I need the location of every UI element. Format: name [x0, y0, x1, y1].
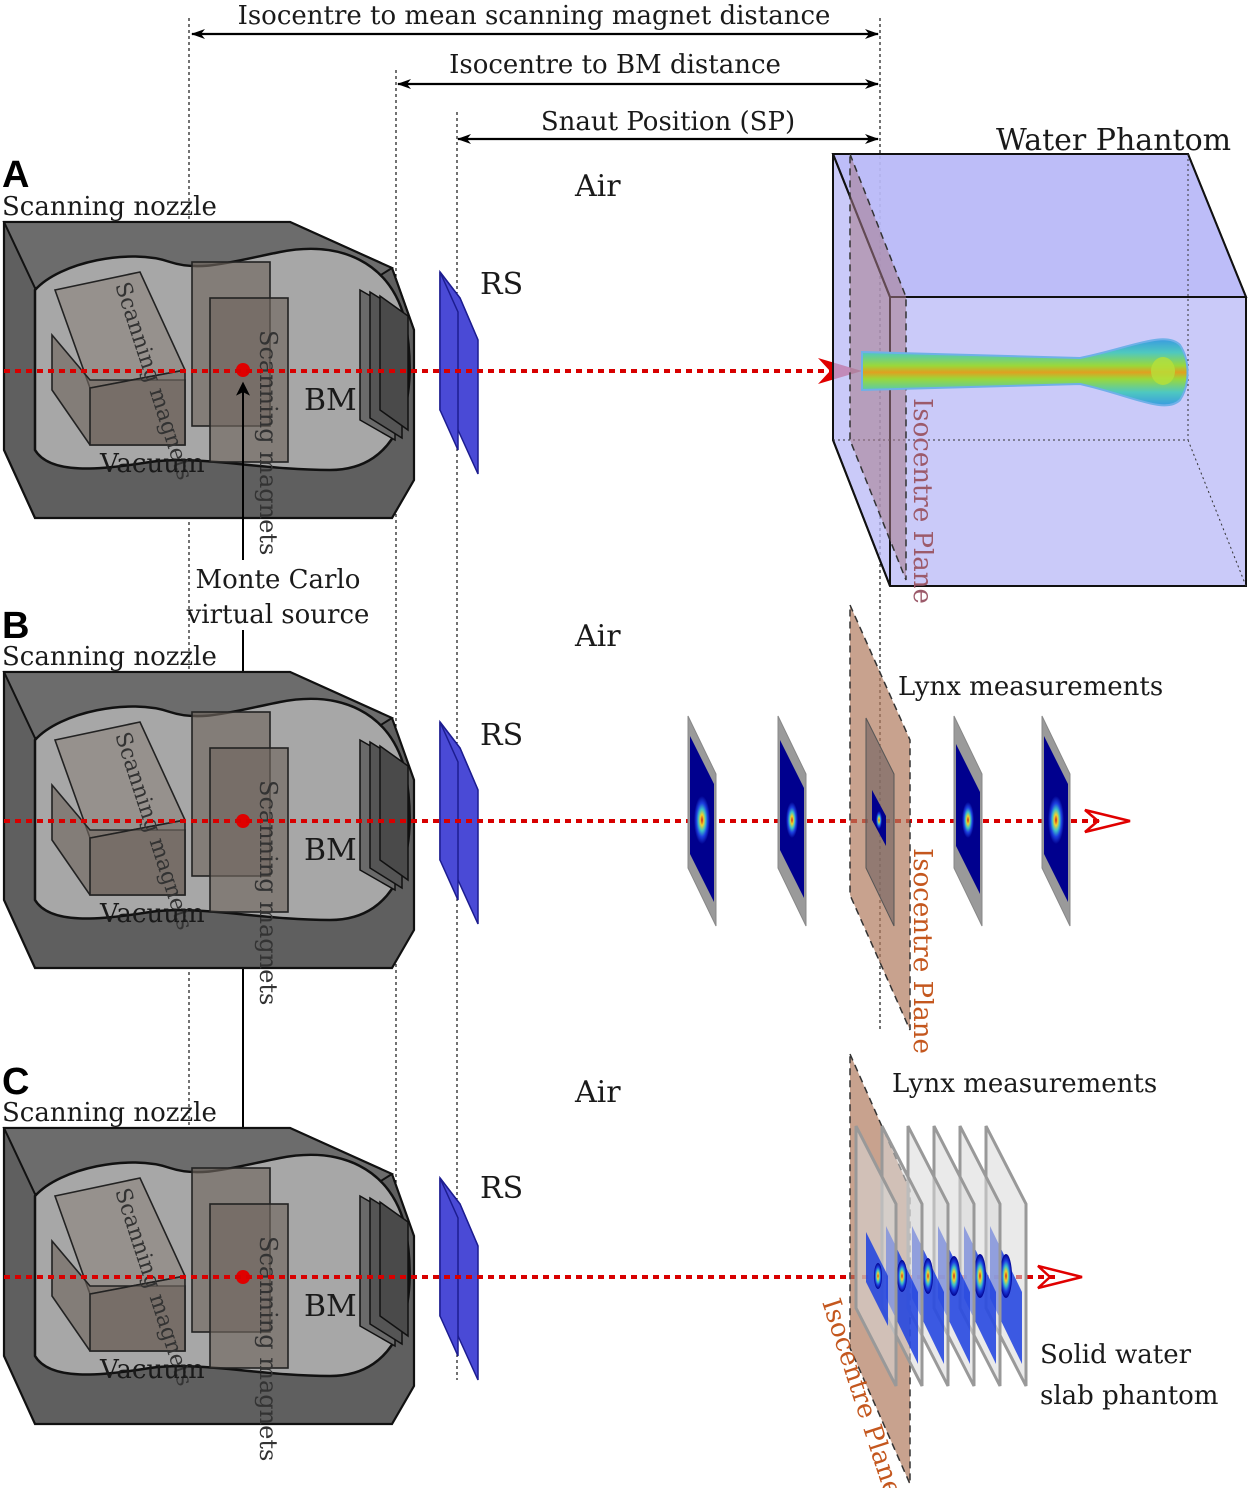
beam-monitor-plates: [359, 738, 409, 892]
scanning-magnets-right: Scanning magnets: [191, 711, 289, 1005]
beam-arrowhead: [1037, 1264, 1083, 1290]
lynx-frame: [777, 715, 807, 927]
scanning-nozzle: Scanning magnets Scanning magnets BM Vac…: [2, 1126, 416, 1461]
air-label: Air: [574, 169, 621, 204]
virtual-source-dot: [236, 363, 250, 377]
panel-letter: B: [2, 605, 29, 647]
scanning-magnets-right: Scanning magnets: [191, 1167, 289, 1461]
lynx-label: Lynx measurements: [892, 1069, 1157, 1099]
virtual-source-dot: [236, 814, 250, 828]
beam-arrowhead: [1084, 808, 1131, 834]
dimension-label-scanning-magnet: Isocentre to mean scanning magnet distan…: [238, 1, 831, 31]
lynx-detectors: [687, 715, 1071, 927]
nozzle-label: Scanning nozzle: [2, 192, 217, 222]
panel-letter: A: [2, 154, 29, 196]
air-label: Air: [574, 1075, 621, 1110]
dose-distribution: [861, 338, 1189, 407]
scanning-nozzle: Scanning magnets Scanning magnets BM Vac…: [2, 670, 416, 1005]
isocentre-plane-label: Isocentre Plane: [907, 848, 937, 1054]
beam-monitor-plates: [359, 1194, 409, 1348]
bm-label: BM: [304, 1289, 357, 1324]
solid-water-label-line2: slab phantom: [1040, 1381, 1218, 1411]
mc-label-line1: Monte Carlo: [196, 565, 361, 595]
lynx-frame: [953, 715, 983, 927]
rs-label: RS: [480, 718, 523, 753]
dimension-label-bm: Isocentre to BM distance: [449, 50, 781, 80]
lynx-frame: [865, 717, 895, 927]
panel-letter: C: [2, 1061, 29, 1103]
slab: [854, 1125, 898, 1387]
scanning-magnets-left: Scanning magnets: [51, 721, 197, 933]
solid-water-slab-stack: [854, 1125, 1028, 1387]
nozzle-label: Scanning nozzle: [2, 1098, 217, 1128]
panel-a: A Scanning nozzle Scanning magnets: [2, 123, 1248, 604]
dimension-label-snaut: Snaut Position (SP): [541, 107, 795, 137]
vacuum-label: Vacuum: [99, 899, 205, 929]
scanning-nozzle: Scanning magnets Scanning magnets BM Vac…: [2, 220, 416, 555]
magnets-right-label: Scanning magnets: [254, 780, 282, 1005]
water-phantom: Isocentre Plane: [831, 153, 1248, 604]
lynx-label: Lynx measurements: [898, 672, 1163, 702]
air-label: Air: [574, 619, 621, 654]
lynx-frame: [1041, 715, 1071, 927]
rs-label: RS: [480, 1171, 523, 1206]
panel-b: B Scanning nozzle Scanning magnets Scann…: [2, 604, 1163, 1054]
panel-c: C Scanning nozzle Scanning magnets Scann…: [2, 1053, 1218, 1488]
rs-label: RS: [480, 267, 523, 302]
water-phantom-label: Water Phantom: [996, 123, 1231, 158]
beam-monitor-plates: [359, 288, 409, 442]
virtual-source-dot: [236, 1270, 250, 1284]
mc-label-line2: virtual source: [186, 600, 370, 630]
nozzle-label: Scanning nozzle: [2, 642, 217, 672]
vacuum-label: Vacuum: [99, 449, 205, 479]
vacuum-label: Vacuum: [99, 1355, 205, 1385]
magnets-right-label: Scanning magnets: [254, 1236, 282, 1461]
solid-water-label-line1: Solid water: [1040, 1340, 1192, 1370]
bm-label: BM: [304, 383, 357, 418]
magnets-right-label: Scanning magnets: [254, 330, 282, 555]
scanning-magnets-right: Scanning magnets: [191, 261, 289, 555]
monte-carlo-annotation: Monte Carlo virtual source: [186, 381, 370, 1271]
bm-label: BM: [304, 833, 357, 868]
isocentre-plane-label: Isocentre Plane: [907, 398, 937, 604]
lynx-frame: [687, 715, 717, 927]
